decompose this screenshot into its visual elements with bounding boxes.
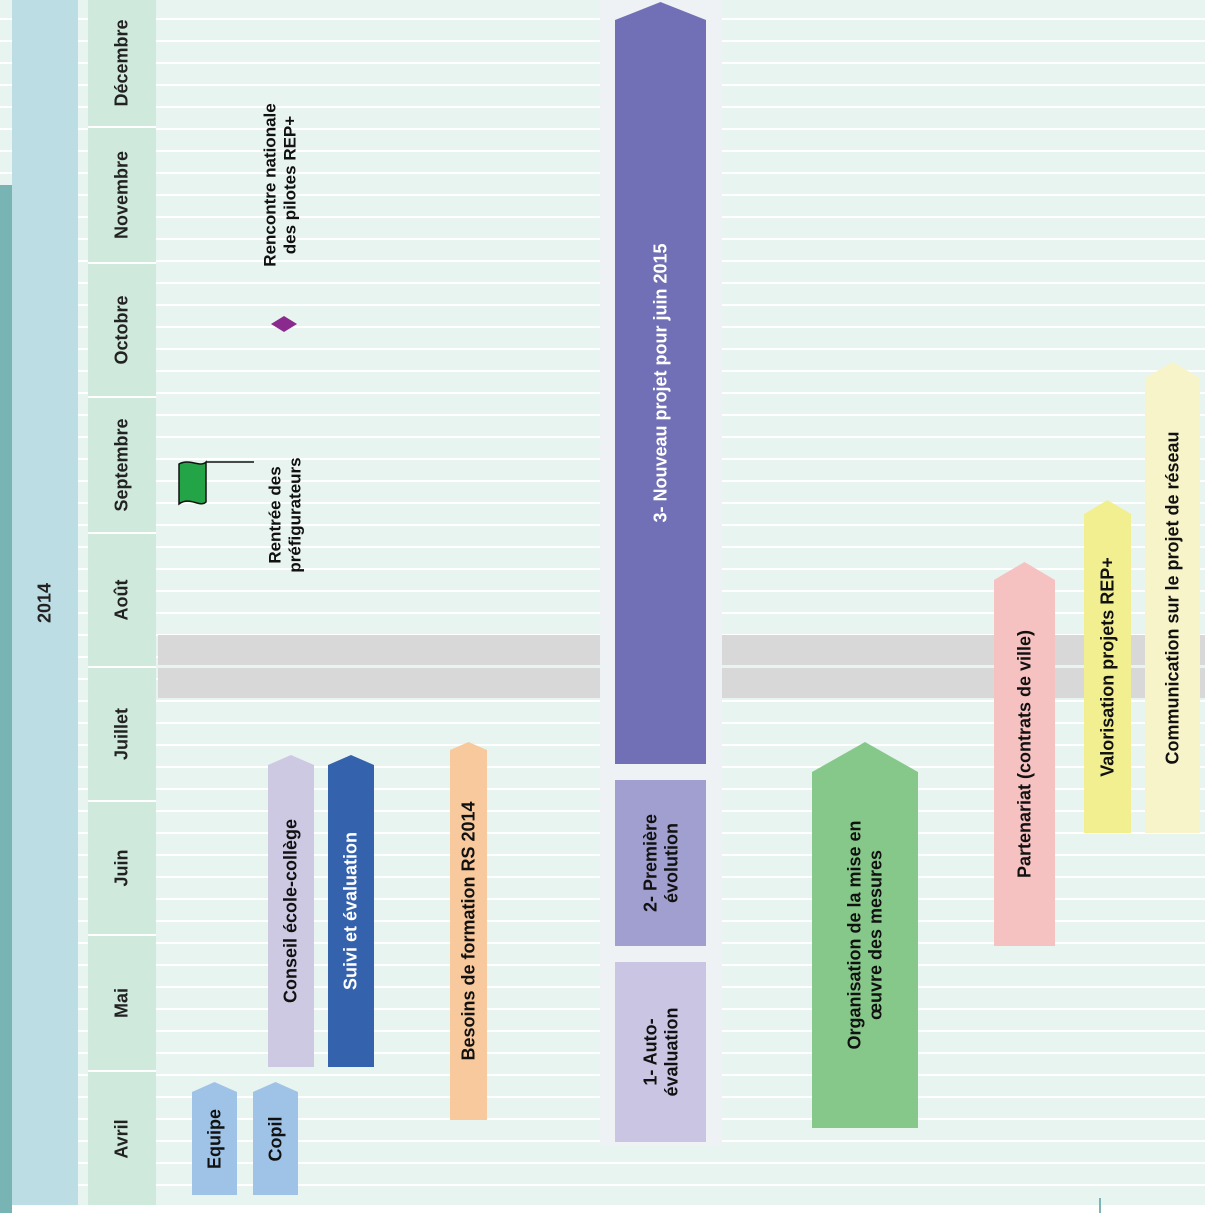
- milestone-rencontre-label: Rencontre nationale des pilotes REP+: [260, 103, 299, 267]
- bottom-tick: [1099, 1198, 1101, 1213]
- month-novembre: Novembre: [88, 128, 156, 264]
- besoins-bar: Besoins de formation RS 2014: [450, 742, 487, 1120]
- month-avril: Avril: [88, 1072, 156, 1207]
- auto-evaluation-bar: 1- Auto- évaluation: [615, 962, 706, 1142]
- diamond-icon: [271, 316, 297, 332]
- month-juin: Juin: [88, 802, 156, 936]
- month-septembre: Septembre: [88, 398, 156, 534]
- conseil-label: Conseil école-collège: [280, 818, 301, 1004]
- month-label: Septembre: [111, 418, 132, 512]
- holiday-band: [722, 668, 1205, 698]
- valorisation-bar: Valorisation projets REP+: [1084, 500, 1131, 833]
- month-label: Juin: [111, 849, 132, 887]
- holiday-band: [158, 668, 600, 698]
- month-label: Décembre: [111, 19, 132, 107]
- premiere-evolution-bar: 2- Première évolution: [615, 780, 706, 946]
- flag-icon: [178, 460, 254, 506]
- suivi-bar: Suivi et évaluation: [328, 755, 374, 1067]
- month-label: Avril: [111, 1118, 132, 1159]
- month-aout: Août: [88, 534, 156, 668]
- copil-bar: Copil: [253, 1082, 298, 1195]
- month-mai: Mai: [88, 936, 156, 1072]
- month-juillet: Juillet: [88, 668, 156, 802]
- holiday-band: [158, 635, 600, 665]
- nouveau-projet-bar: 3- Nouveau projet pour juin 2015: [615, 2, 706, 764]
- nouveau-projet-label: 3- Nouveau projet pour juin 2015: [650, 243, 671, 523]
- communication-bar: Communication sur le projet de réseau: [1145, 362, 1200, 833]
- month-label: Mai: [111, 987, 132, 1019]
- conseil-bar: Conseil école-collège: [268, 755, 314, 1067]
- month-decembre: Décembre: [88, 0, 156, 128]
- month-label: Juillet: [111, 707, 132, 761]
- organisation-label: Organisation de la mise en œuvre des mes…: [844, 820, 885, 1050]
- valorisation-label: Valorisation projets REP+: [1097, 556, 1118, 777]
- auto-evaluation-label: 1- Auto- évaluation: [639, 1007, 681, 1097]
- partenariat-bar: Partenariat (contrats de ville): [994, 562, 1055, 946]
- milestone-rentree-label: Rentrée des préfigurateurs: [265, 457, 304, 573]
- organisation-bar: Organisation de la mise en œuvre des mes…: [812, 742, 918, 1128]
- left-edge-decoration: [0, 185, 12, 1213]
- suivi-label: Suivi et évaluation: [340, 831, 361, 991]
- month-label: Octobre: [111, 295, 132, 365]
- month-label: Août: [111, 579, 132, 621]
- besoins-label: Besoins de formation RS 2014: [458, 801, 479, 1061]
- equipe-bar: Equipe: [192, 1082, 237, 1195]
- milestone-rentree: Rentrée des préfigurateurs: [255, 430, 315, 600]
- year-band: 2014: [12, 0, 78, 1205]
- grid-stripe: [0, 1184, 1205, 1186]
- milestone-rencontre: Rencontre nationale des pilotes REP+: [255, 70, 305, 300]
- equipe-label: Equipe: [204, 1108, 225, 1169]
- month-octobre: Octobre: [88, 264, 156, 398]
- copil-label: Copil: [265, 1116, 286, 1161]
- communication-label: Communication sur le projet de réseau: [1162, 430, 1183, 765]
- partenariat-label: Partenariat (contrats de ville): [1014, 629, 1035, 879]
- premiere-evolution-label: 2- Première évolution: [639, 813, 681, 913]
- holiday-band: [722, 635, 1205, 665]
- month-label: Novembre: [111, 150, 132, 240]
- grid-stripe: [0, 1162, 1205, 1164]
- year-label: 2014: [34, 582, 55, 623]
